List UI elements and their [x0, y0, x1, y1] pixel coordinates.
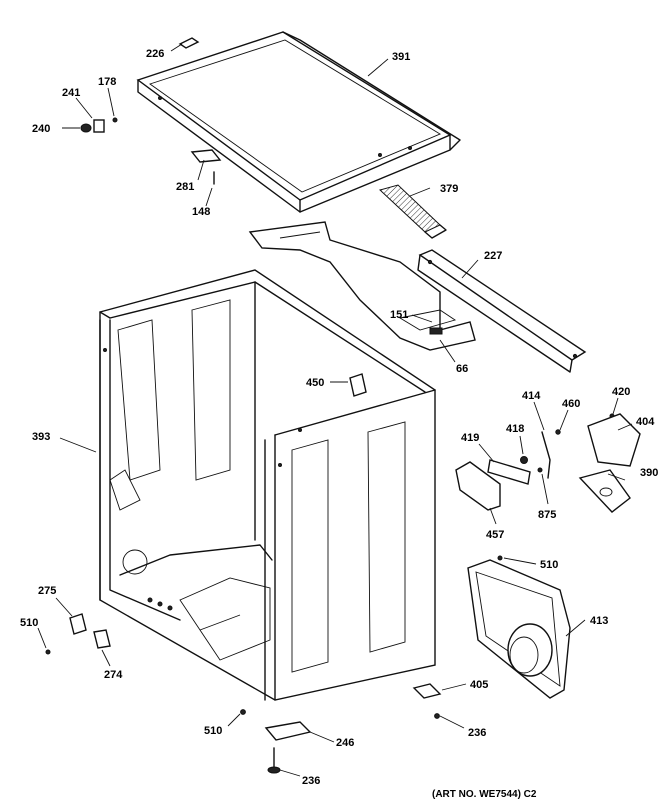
- label-281: 281: [176, 181, 194, 193]
- part-labels: 226 391 178 241 240 281 148 379 227 151 …: [20, 48, 658, 787]
- part-236-right: [434, 713, 440, 719]
- top-panel-391: [136, 31, 461, 213]
- label-418: 418: [506, 423, 524, 435]
- label-457: 457: [486, 529, 504, 541]
- part-510-left: [45, 649, 51, 655]
- label-510-right: 510: [540, 559, 558, 571]
- label-419: 419: [461, 432, 479, 444]
- label-460: 460: [562, 398, 580, 410]
- part-450: [349, 373, 367, 397]
- rear-panel-413: [467, 559, 571, 699]
- label-227: 227: [484, 250, 502, 262]
- label-66: 66: [456, 363, 468, 375]
- part-510-bottom: [240, 709, 246, 715]
- plate-390: [578, 469, 631, 513]
- label-151: 151: [390, 309, 408, 321]
- label-414: 414: [522, 390, 541, 402]
- label-875: 875: [538, 509, 556, 521]
- part-241-240-178: [80, 117, 118, 133]
- label-405: 405: [470, 679, 488, 691]
- label-148: 148: [192, 206, 210, 218]
- label-404: 404: [636, 416, 655, 428]
- label-450: 450: [306, 377, 324, 389]
- label-178: 178: [98, 76, 116, 88]
- label-274: 274: [104, 669, 123, 681]
- label-379: 379: [440, 183, 458, 195]
- part-379: [379, 184, 447, 239]
- label-510-bottom: 510: [204, 725, 222, 737]
- label-391: 391: [392, 51, 410, 63]
- front-panel-66: [248, 221, 476, 351]
- label-390: 390: [640, 467, 658, 479]
- part-457: [455, 461, 501, 511]
- label-246: 246: [336, 737, 354, 749]
- part-226: [178, 37, 200, 49]
- plate-404: [587, 413, 641, 467]
- label-236-bottom: 236: [302, 775, 320, 787]
- part-460: [555, 429, 561, 435]
- part-275: [69, 613, 87, 635]
- part-418: [520, 456, 528, 464]
- label-420: 420: [612, 386, 630, 398]
- art-number-caption: (ART NO. WE7544) C2: [432, 789, 537, 800]
- part-405: [412, 683, 442, 699]
- label-275: 275: [38, 585, 56, 597]
- label-393: 393: [32, 431, 50, 443]
- part-419: [487, 459, 531, 485]
- cabinet-393: [99, 269, 436, 701]
- part-236-bottom: [267, 747, 281, 774]
- label-241: 241: [62, 87, 80, 99]
- part-875: [537, 467, 543, 473]
- hinge-246: [264, 721, 312, 741]
- rail-227: [417, 249, 587, 373]
- part-414: [541, 431, 551, 479]
- leader-lines: [37, 43, 633, 777]
- label-240: 240: [32, 123, 50, 135]
- label-510-left: 510: [20, 617, 38, 629]
- label-413: 413: [590, 615, 608, 627]
- part-510-right: [497, 555, 503, 561]
- label-226: 226: [146, 48, 164, 60]
- label-236-right: 236: [468, 727, 486, 739]
- part-274: [93, 629, 111, 649]
- part-281-148: [190, 149, 222, 185]
